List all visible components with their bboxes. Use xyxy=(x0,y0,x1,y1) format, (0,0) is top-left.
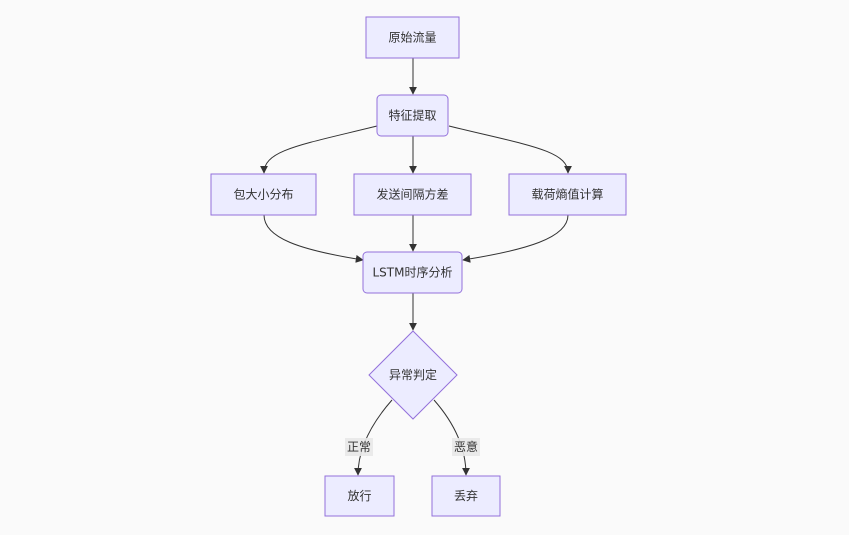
node-send-interval-variance-label: 发送间隔方差 xyxy=(376,187,448,202)
edge-label-malicious-text: 恶意 xyxy=(454,439,478,454)
node-allow-label: 放行 xyxy=(347,488,371,503)
edge-packet-size-to-lstm xyxy=(263,214,364,263)
node-packet-size-distribution: 包大小分布 xyxy=(210,173,317,216)
node-anomaly-decision-label: 异常判定 xyxy=(389,367,437,382)
edge-label-normal: 正常 xyxy=(345,438,373,456)
edge-feature-to-packet-size xyxy=(260,125,378,174)
edge-decision-to-allow xyxy=(354,399,393,476)
node-lstm-analysis: LSTM时序分析 xyxy=(362,251,463,294)
node-send-interval-variance: 发送间隔方差 xyxy=(353,173,472,216)
edge-label-normal-text: 正常 xyxy=(347,440,371,454)
edge-feature-to-entropy xyxy=(448,125,572,174)
node-allow: 放行 xyxy=(324,475,395,517)
node-anomaly-decision: 异常判定 xyxy=(368,330,458,420)
node-drop-label: 丢弃 xyxy=(454,488,478,503)
node-packet-size-distribution-label: 包大小分布 xyxy=(233,188,293,202)
edge-label-malicious: 恶意 xyxy=(452,438,480,456)
node-feature-extraction-label: 特征提取 xyxy=(388,108,436,123)
node-payload-entropy: 载荷熵值计算 xyxy=(508,173,627,216)
node-payload-entropy-label: 载荷熵值计算 xyxy=(531,187,603,202)
edge-entropy-to-lstm xyxy=(462,214,569,263)
node-raw-traffic-label: 原始流量 xyxy=(388,31,436,45)
node-feature-extraction: 特征提取 xyxy=(376,94,449,137)
edge-decision-to-drop xyxy=(433,399,470,476)
node-drop: 丢弃 xyxy=(431,475,501,517)
edges xyxy=(260,58,572,476)
node-lstm-analysis-label: LSTM时序分析 xyxy=(373,265,453,280)
node-raw-traffic: 原始流量 xyxy=(365,16,460,59)
